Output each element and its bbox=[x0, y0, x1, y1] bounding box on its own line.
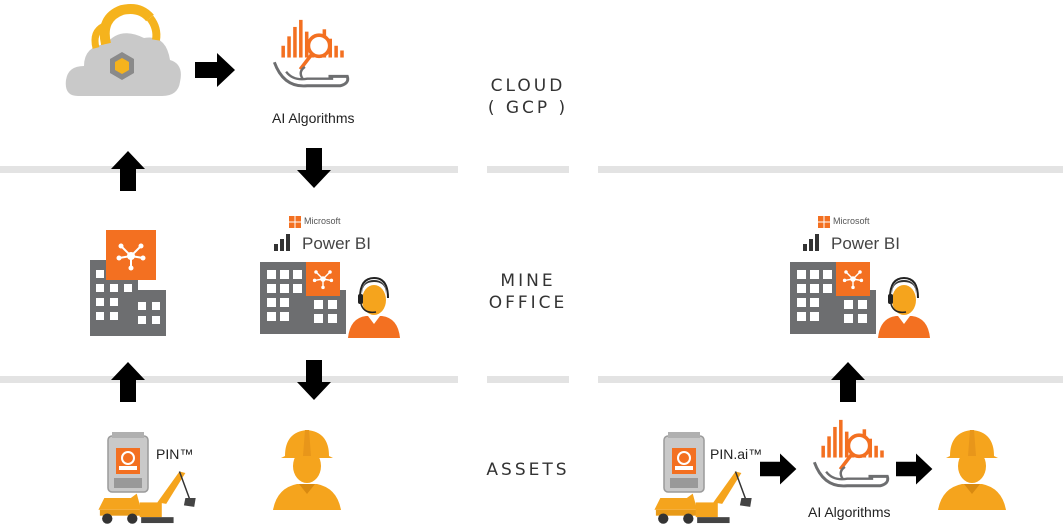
zone-label-cloud: CLOUD ( GCP ) bbox=[458, 75, 598, 119]
power-bi-label-left: Power BI bbox=[302, 234, 371, 253]
divider-bottom-left bbox=[0, 376, 458, 383]
pin-label-left: PIN™ bbox=[156, 446, 194, 462]
gcp-cloud-icon bbox=[65, 4, 181, 96]
zone-mine-line1: MINE bbox=[500, 271, 556, 291]
mining-equipment-icon-right bbox=[653, 470, 753, 525]
microsoft-label-right: Microsoft bbox=[833, 216, 870, 226]
arrow-down-2 bbox=[297, 360, 331, 400]
divider-bottom-mid bbox=[487, 376, 569, 383]
divider-top-mid bbox=[487, 166, 569, 173]
hub-badge-icon bbox=[306, 262, 340, 296]
arrow-right-2 bbox=[760, 453, 797, 485]
mining-equipment-icon-left bbox=[97, 470, 197, 525]
zone-cloud-line1: CLOUD bbox=[490, 76, 566, 96]
zone-label-mine-office: MINE OFFICE bbox=[458, 270, 598, 314]
zone-cloud-line2: ( GCP ) bbox=[487, 98, 569, 118]
arrow-down-1 bbox=[297, 148, 331, 188]
zone-assets: ASSETS bbox=[486, 460, 570, 480]
ai-algorithms-icon-right bbox=[812, 418, 890, 488]
microsoft-logo-left bbox=[289, 216, 301, 228]
worker-icon-right bbox=[938, 430, 1006, 510]
power-bi-label-right: Power BI bbox=[831, 234, 900, 253]
hub-badge-icon-right bbox=[836, 262, 870, 296]
divider-top-right bbox=[598, 166, 1063, 173]
microsoft-logo-right bbox=[818, 216, 830, 228]
zone-label-assets: ASSETS bbox=[458, 459, 598, 481]
arrow-right-1 bbox=[195, 53, 235, 87]
worker-icon-left bbox=[273, 430, 341, 510]
ai-caption-right: AI Algorithms bbox=[808, 504, 891, 520]
power-bi-icon-right bbox=[803, 234, 819, 251]
operator-icon bbox=[347, 277, 401, 339]
ai-algorithms-icon bbox=[272, 18, 350, 88]
operator-icon-right bbox=[877, 277, 931, 339]
pin-label-right: PIN.ai™ bbox=[710, 446, 763, 462]
divider-top-left bbox=[0, 166, 458, 173]
microsoft-label-left: Microsoft bbox=[304, 216, 341, 226]
arrow-up-1 bbox=[111, 151, 145, 191]
power-bi-icon bbox=[274, 234, 290, 251]
hub-building-icon bbox=[90, 230, 166, 336]
zone-mine-line2: OFFICE bbox=[488, 293, 568, 313]
arrow-up-2 bbox=[111, 362, 145, 402]
divider-bottom-right bbox=[598, 376, 1063, 383]
arrow-up-3 bbox=[831, 362, 865, 402]
arrow-right-3 bbox=[896, 453, 933, 485]
ai-caption-left: AI Algorithms bbox=[272, 110, 355, 126]
